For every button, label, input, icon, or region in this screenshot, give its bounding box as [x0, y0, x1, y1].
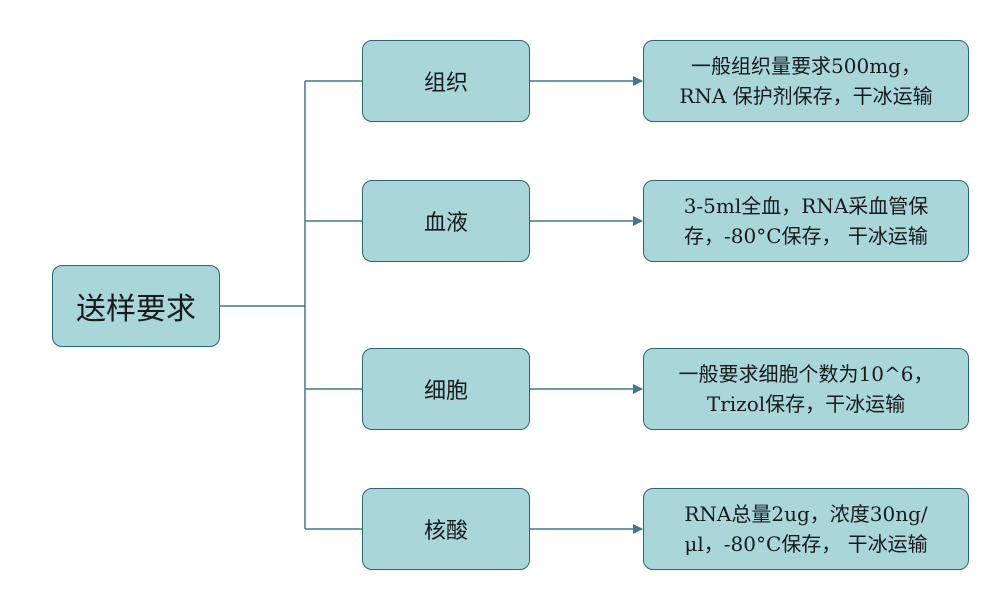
category-label: 核酸: [423, 519, 468, 544]
requirement-line: 存，-80°C保存， 干冰运输: [684, 224, 928, 248]
category-label: 血液: [423, 211, 468, 236]
root-node: 送样要求: [52, 265, 220, 347]
requirement-line: 一般组织量要求500mg，: [691, 54, 921, 78]
category-node-blood: 血液: [362, 180, 530, 262]
requirement-line: RNA 保护剂保存，干冰运输: [679, 84, 933, 108]
category-node-tissue: 组织: [362, 40, 530, 122]
requirement-line: RNA总量2ug，浓度30ng/: [684, 502, 928, 526]
requirement-line: Trizol保存，干冰运输: [706, 392, 906, 416]
category-node-cells: 细胞: [362, 348, 530, 430]
requirement-line: μl，-80°C保存， 干冰运输: [684, 532, 928, 556]
category-label: 细胞: [423, 379, 468, 404]
requirement-node-nucleic-acid: RNA总量2ug，浓度30ng/ μl，-80°C保存， 干冰运输: [643, 488, 969, 570]
requirement-node-tissue: 一般组织量要求500mg， RNA 保护剂保存，干冰运输: [643, 40, 969, 122]
requirement-node-blood: 3-5ml全血，RNA采血管保 存，-80°C保存， 干冰运输: [643, 180, 969, 262]
requirement-node-cells: 一般要求细胞个数为10^6， Trizol保存，干冰运输: [643, 348, 969, 430]
category-node-nucleic-acid: 核酸: [362, 488, 530, 570]
requirement-line: 3-5ml全血，RNA采血管保: [683, 194, 929, 218]
root-label: 送样要求: [76, 292, 196, 327]
category-label: 组织: [423, 71, 468, 96]
requirement-line: 一般要求细胞个数为10^6，: [678, 362, 934, 386]
